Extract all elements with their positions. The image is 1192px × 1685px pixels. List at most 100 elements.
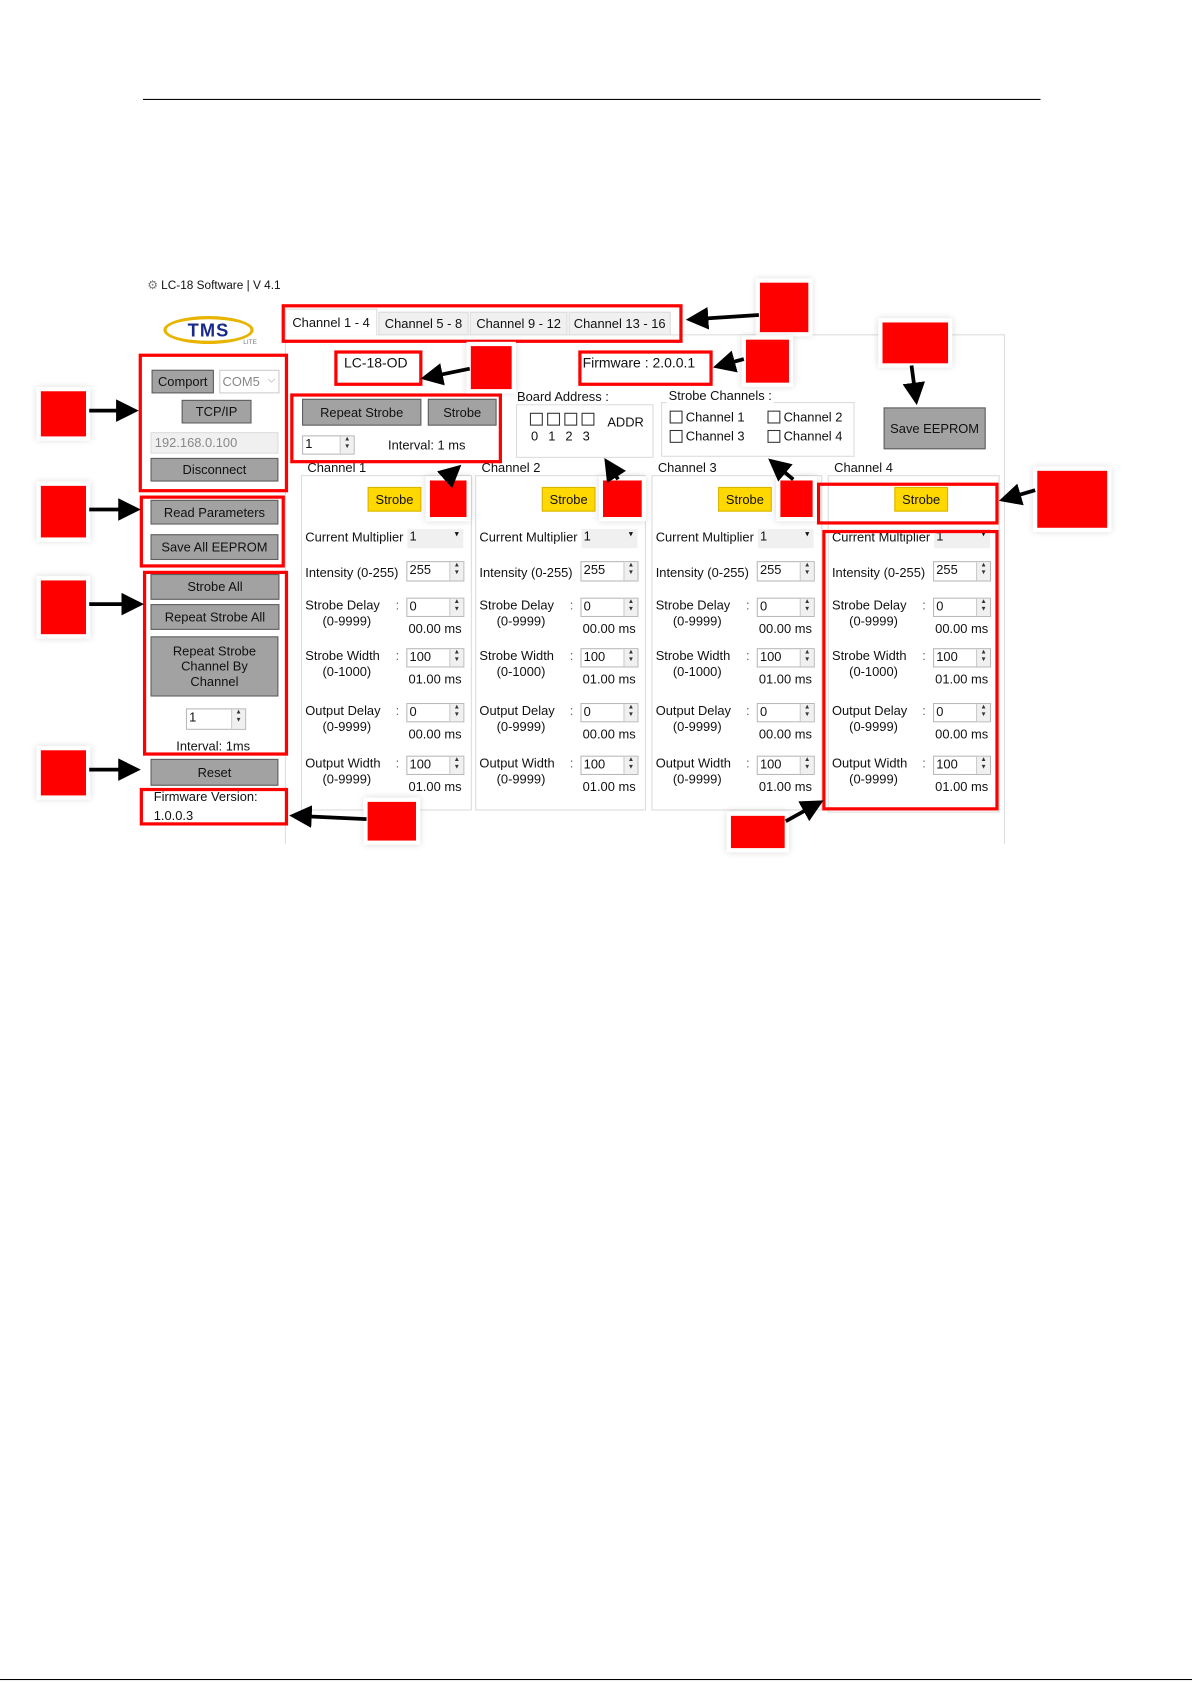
repeat-strobe-channel-by-channel-button[interactable]: Repeat Strobe Channel By Channel: [150, 636, 279, 697]
spinner-arrows-icon[interactable]: ▲▼: [976, 649, 990, 667]
output-delay-ms: 00.00 ms: [935, 726, 989, 742]
address-bit-2-checkbox[interactable]: [564, 412, 578, 426]
save-all-eeprom-button[interactable]: Save All EEPROM: [150, 534, 279, 561]
channel-strobe-button[interactable]: Strobe: [541, 486, 596, 512]
tab-channel-13-16[interactable]: Channel 13 - 16: [568, 311, 671, 336]
strobe-button[interactable]: Strobe: [427, 398, 497, 426]
output-delay-spinner[interactable]: 0▲▼: [406, 702, 465, 723]
spinner-arrows-icon[interactable]: ▲▼: [976, 704, 990, 722]
window-title: LC-18 Software | V 4.1: [161, 279, 281, 293]
tab-channel-5-8[interactable]: Channel 5 - 8: [378, 311, 469, 336]
spinner-arrows-icon[interactable]: ▲▼: [799, 704, 814, 722]
output-delay-spinner[interactable]: 0▲▼: [756, 702, 815, 723]
strobe-all-button[interactable]: Strobe All: [150, 573, 280, 600]
spinner-arrows-icon[interactable]: ▲▼: [231, 709, 246, 729]
disconnect-button[interactable]: Disconnect: [150, 457, 279, 482]
strobe-channel-1-checkbox[interactable]: [669, 410, 683, 424]
output-delay-spinner[interactable]: 0▲▼: [580, 702, 639, 723]
address-bit-0-checkbox[interactable]: [529, 412, 543, 426]
intensity-spinner[interactable]: 255 ▲▼: [933, 561, 992, 582]
strobe-channel-3-checkbox[interactable]: [669, 429, 683, 443]
spinner-arrows-icon[interactable]: ▲▼: [623, 704, 638, 722]
spinner-arrows-icon[interactable]: ▲▼: [339, 436, 354, 454]
channel-strobe-button[interactable]: Strobe: [367, 486, 422, 512]
strobe-width-spinner[interactable]: 100▲▼: [756, 648, 815, 668]
output-width-spinner[interactable]: 100▲▼: [406, 755, 465, 776]
spinner-arrows-icon[interactable]: ▲▼: [449, 704, 464, 722]
spinner-arrows-icon[interactable]: ▲▼: [799, 562, 814, 581]
colon-separator: :: [395, 755, 400, 771]
strobe-width-value: 100: [409, 649, 432, 665]
current-multiplier-select[interactable]: 1▾: [757, 528, 814, 549]
com-port-select[interactable]: COM5 ⌵: [219, 369, 280, 394]
strobe-delay-spinner[interactable]: 0▲▼: [756, 597, 815, 617]
spinner-arrows-icon[interactable]: ▲▼: [976, 562, 990, 581]
interval-spinner[interactable]: 1 ▲▼: [185, 708, 247, 730]
intensity-spinner[interactable]: 255▲▼: [756, 561, 815, 582]
spinner-arrows-icon[interactable]: ▲▼: [623, 598, 638, 616]
repeat-count-spinner[interactable]: 1 ▲▼: [302, 435, 355, 455]
spinner-arrows-icon[interactable]: ▲▼: [449, 598, 464, 616]
strobe-delay-spinner[interactable]: 0▲▼: [580, 597, 639, 617]
strobe-width-spinner[interactable]: 100▲▼: [933, 648, 992, 668]
spinner-arrows-icon[interactable]: ▲▼: [976, 598, 990, 616]
ip-address-field[interactable]: 192.168.0.100: [150, 432, 279, 454]
output-delay-spinner[interactable]: 0▲▼: [933, 702, 992, 723]
repeat-strobe-button[interactable]: Repeat Strobe: [302, 398, 422, 426]
intensity-value: 255: [936, 562, 958, 578]
colon-separator: :: [395, 597, 400, 613]
annotation-box-model: [334, 350, 423, 386]
read-parameters-button[interactable]: Read Parameters: [150, 499, 279, 525]
address-bit-3-checkbox[interactable]: [581, 412, 595, 426]
spinner-arrows-icon[interactable]: ▲▼: [449, 562, 464, 581]
strobe-channel-2-checkbox[interactable]: [767, 410, 781, 424]
current-multiplier-select[interactable]: 1▾: [581, 528, 638, 549]
strobe-delay-spinner[interactable]: 0▲▼: [406, 597, 465, 617]
address-bit-1-checkbox[interactable]: [547, 412, 561, 426]
strobe-width-range: (0-1000): [496, 664, 546, 680]
channel-strobe-button[interactable]: Strobe: [718, 486, 772, 512]
spinner-arrows-icon[interactable]: ▲▼: [799, 756, 814, 774]
strobe-width-spinner[interactable]: 100 ▲▼: [406, 648, 465, 668]
spinner-arrows-icon[interactable]: ▲▼: [449, 756, 464, 774]
colon-separator: :: [922, 755, 926, 771]
spinner-arrows-icon[interactable]: ▲▼: [449, 649, 464, 667]
comport-button[interactable]: Comport: [151, 369, 214, 394]
tab-channel-1-4[interactable]: Channel 1 - 4: [284, 308, 378, 336]
intensity-spinner[interactable]: 255▲▼: [580, 561, 639, 582]
current-multiplier-select[interactable]: 1▾: [934, 528, 990, 549]
output-width-spinner[interactable]: 100▲▼: [756, 755, 815, 776]
intensity-spinner[interactable]: 255▲▼: [406, 561, 465, 582]
output-width-spinner[interactable]: 100▲▼: [933, 755, 992, 776]
tab-channel-9-12[interactable]: Channel 9 - 12: [469, 311, 568, 336]
strobe-channel-4-checkbox[interactable]: [767, 429, 781, 443]
arrow: [998, 483, 1036, 506]
spinner-arrows-icon[interactable]: ▲▼: [623, 562, 638, 581]
spinner-arrows-icon[interactable]: ▲▼: [976, 756, 990, 774]
spinner-arrows-icon[interactable]: ▲▼: [623, 649, 638, 667]
strobe-delay-spinner[interactable]: 0▲▼: [933, 597, 992, 617]
annotation-label: [730, 815, 785, 849]
tcpip-button[interactable]: TCP/IP: [181, 399, 252, 424]
annotation-label: [470, 346, 512, 390]
address-bit-3-label: 3: [582, 428, 590, 444]
save-eeprom-button[interactable]: Save EEPROM: [883, 407, 986, 450]
output-width-ms: 01.00 ms: [582, 779, 636, 795]
reset-button[interactable]: Reset: [150, 758, 279, 786]
channel-strobe-button[interactable]: Strobe: [894, 486, 949, 512]
repeat-strobe-all-button[interactable]: Repeat Strobe All: [150, 604, 280, 630]
output-width-spinner[interactable]: 100▲▼: [580, 755, 639, 776]
spinner-arrows-icon[interactable]: ▲▼: [623, 756, 638, 774]
strobe-width-spinner[interactable]: 100▲▼: [580, 648, 639, 668]
spinner-arrows-icon[interactable]: ▲▼: [799, 598, 814, 616]
intensity-label: Intensity (0-255): [479, 565, 573, 581]
annotation-box-tabs: [281, 304, 683, 343]
spinner-arrows-icon[interactable]: ▲▼: [799, 649, 814, 667]
strobe-delay-ms: 00.00 ms: [582, 621, 636, 637]
strobe-channel-2-label: Channel 2: [783, 409, 843, 425]
strobe-delay-label: Strobe Delay: [831, 597, 907, 613]
chevron-down-icon: ▾: [981, 528, 986, 539]
output-width-label: Output Width: [655, 755, 731, 771]
strobe-delay-range: (0-9999): [672, 613, 722, 629]
current-multiplier-select[interactable]: 1▾: [407, 528, 464, 549]
